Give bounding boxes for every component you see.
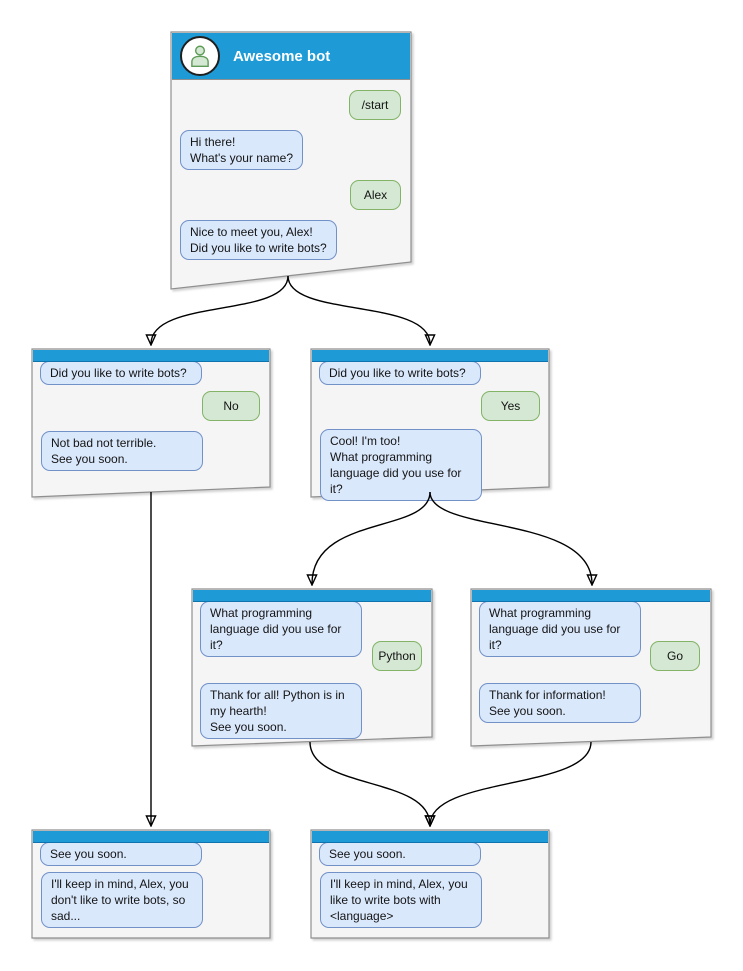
branch-window-yes: Did you like to write bots? Yes Cool! I'… — [310, 348, 550, 501]
end-window-yes: See you soon. I'll keep in mind, Alex, y… — [310, 829, 550, 939]
bot-message-bubble: Hi there! What's your name? — [180, 130, 304, 170]
person-icon — [191, 45, 209, 67]
main-chat-window: Awesome bot /start Hi there! What's your… — [170, 31, 412, 290]
bot-message-bubble: Nice to meet you, Alex! Did you like to … — [180, 220, 337, 260]
end-window-no: See you soon. I'll keep in mind, Alex, y… — [31, 829, 271, 939]
main-window-titlebar: Awesome bot — [172, 33, 410, 80]
bot-reply-bubble: Not bad not terrible. See you soon. — [41, 431, 203, 471]
bot-question-bubble: What programming language did you use fo… — [200, 601, 362, 657]
window-title: Awesome bot — [233, 47, 331, 65]
bot-question-bubble: Did you like to write bots? — [319, 361, 481, 385]
user-answer-bubble: Python — [372, 641, 422, 671]
window-titlebar — [33, 831, 269, 843]
bot-reply-bubble: Cool! I'm too! What programming language… — [320, 429, 482, 501]
bot-reply-bubble: I'll keep in mind, Alex, you like to wri… — [320, 872, 482, 928]
bot-reply-bubble: I'll keep in mind, Alex, you don't like … — [41, 872, 203, 928]
bot-avatar — [180, 36, 220, 76]
arrow-yes-to-go — [429, 491, 592, 584]
arrow-python-to-end — [309, 741, 430, 825]
user-message-bubble: /start — [349, 90, 401, 120]
arrow-yes-to-python — [312, 491, 431, 584]
bot-reply-bubble: Thank for information! See you soon. — [479, 683, 641, 723]
arrow-go-to-end — [430, 741, 592, 825]
window-titlebar — [33, 350, 269, 362]
branch-window-go: What programming language did you use fo… — [470, 588, 712, 747]
window-titlebar — [312, 831, 548, 843]
branch-window-python: What programming language did you use fo… — [191, 588, 433, 747]
window-titlebar — [193, 590, 431, 602]
user-answer-bubble: Yes — [481, 391, 540, 421]
bot-reply-bubble: Thank for all! Python is in my hearth! S… — [200, 683, 362, 739]
window-titlebar — [472, 590, 710, 602]
user-answer-bubble: No — [202, 391, 260, 421]
user-message-bubble: Alex — [350, 180, 401, 210]
bot-question-bubble: Did you like to write bots? — [40, 361, 202, 385]
bot-question-bubble: See you soon. — [319, 842, 481, 866]
user-answer-bubble: Go — [650, 641, 700, 671]
branch-window-no: Did you like to write bots? No Not bad n… — [31, 348, 271, 498]
bot-question-bubble: See you soon. — [40, 842, 202, 866]
window-titlebar — [312, 350, 548, 362]
bot-question-bubble: What programming language did you use fo… — [479, 601, 641, 657]
